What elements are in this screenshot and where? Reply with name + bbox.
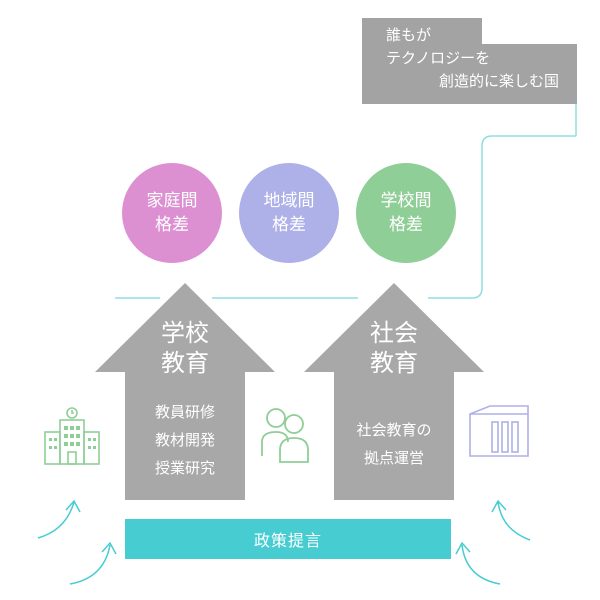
gap-region-line2: 格差 bbox=[272, 215, 306, 235]
gap-region-line1: 地域間 bbox=[263, 191, 315, 211]
social-item-2: 拠点運営 bbox=[363, 449, 424, 467]
gap-home-line1: 家庭間 bbox=[146, 191, 198, 211]
social-arrow-title: 社会 教育 bbox=[344, 318, 444, 378]
goal-box: 誰もが テクノロジーを 創造的に楽しむ国 bbox=[362, 18, 577, 104]
curved-arrow-left-lower bbox=[69, 544, 111, 585]
goal-line-1: 誰もが bbox=[386, 26, 432, 44]
gap-home-line2: 格差 bbox=[155, 215, 189, 235]
gap-school-line1: 学校間 bbox=[380, 191, 432, 211]
school-building-icon bbox=[44, 407, 100, 465]
social-item-1: 社会教育の bbox=[356, 421, 432, 439]
school-item-3: 授業研究 bbox=[154, 459, 215, 477]
social-education-arrow bbox=[304, 283, 484, 500]
school-item-1: 教員研修 bbox=[154, 403, 215, 421]
social-arrow-title-1: 社会 bbox=[370, 319, 418, 347]
goal-box-shape bbox=[362, 18, 577, 104]
school-arrow-items: 教員研修 教材開発 授業研究 bbox=[125, 398, 245, 482]
social-arrow-title-2: 教育 bbox=[370, 349, 418, 377]
goal-line-2: テクノロジーを bbox=[386, 49, 491, 67]
community-hall-icon bbox=[469, 405, 529, 457]
gap-circle-region: 地域間 格差 bbox=[239, 163, 339, 263]
people-icon bbox=[261, 408, 309, 463]
school-arrow-title-2: 教育 bbox=[161, 349, 209, 377]
goal-line-3: 創造的に楽しむ国 bbox=[438, 72, 559, 90]
school-item-2: 教材開発 bbox=[154, 431, 215, 449]
policy-proposal-bar: 政策提言 bbox=[125, 519, 451, 559]
gap-circle-school: 学校間 格差 bbox=[356, 163, 456, 263]
curved-arrow-left-upper-head bbox=[65, 499, 81, 513]
gap-circle-home: 家庭間 格差 bbox=[122, 163, 222, 263]
gap-school-line2: 格差 bbox=[389, 215, 423, 235]
goal-connector-path bbox=[428, 135, 576, 299]
curved-arrow-right-lower-head bbox=[455, 541, 471, 555]
curved-arrow-right-upper bbox=[497, 501, 531, 541]
curved-arrow-left-upper bbox=[37, 501, 75, 539]
curved-arrow-right-upper-head bbox=[491, 499, 507, 513]
policy-proposal-label: 政策提言 bbox=[253, 531, 322, 550]
curved-arrow-right-lower bbox=[461, 544, 501, 585]
social-arrow-items: 社会教育の 拠点運営 bbox=[334, 416, 454, 472]
school-arrow-title: 学校 教育 bbox=[135, 318, 235, 378]
school-arrow-title-1: 学校 bbox=[161, 319, 209, 347]
school-education-arrow bbox=[95, 283, 275, 500]
curved-arrow-left-lower-head bbox=[101, 541, 117, 555]
